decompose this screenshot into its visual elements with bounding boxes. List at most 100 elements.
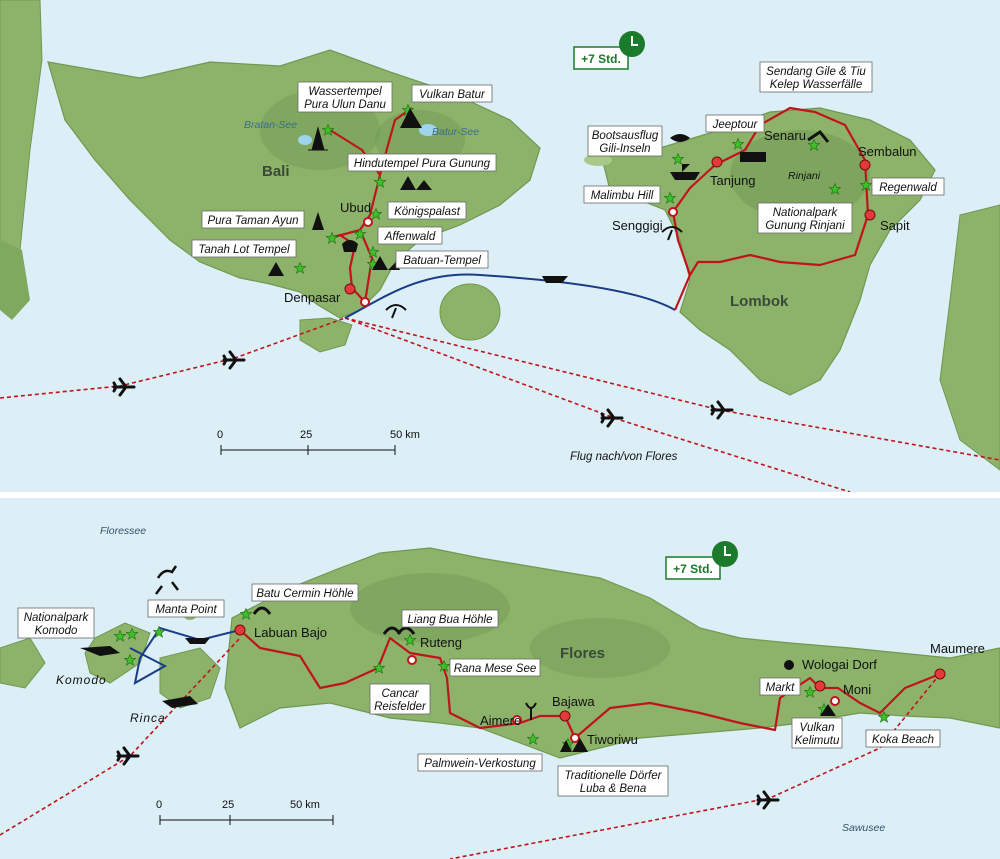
town-markers-bottom — [234, 624, 946, 743]
rinjani-label: Rinjani — [788, 170, 821, 182]
poi-koenigspalast-box: Königspalast — [387, 201, 467, 220]
poi-pura-taman-label: Pura Taman Ayun — [207, 215, 298, 227]
aimere-label: Aimere — [480, 713, 521, 728]
gili-islands — [584, 154, 612, 166]
flight-route-west — [0, 317, 346, 399]
poi-jeeptour-box: Jeeptour — [705, 114, 765, 133]
java-landmass-south — [0, 240, 30, 320]
poi-hindutempel-box: Hindutempel Pura Gunung — [347, 153, 497, 172]
bajawa-label: Bajawa — [552, 694, 595, 709]
volcano-icon — [820, 704, 836, 716]
bajawa-marker — [559, 710, 571, 722]
turtle-icon — [670, 134, 690, 142]
poi-malimbu-box: Malimbu Hill — [583, 185, 661, 204]
poi-np-komodo-box: Nationalpark Komodo — [17, 607, 95, 639]
poi-nationalpark-rinjani-line1: Nationalpark — [773, 207, 839, 219]
tiworiwu-marker — [570, 733, 580, 743]
poi-doerfer-line1: Traditionelle Dörfer — [565, 770, 663, 782]
scale-bar-bottom: 0 25 50 km — [156, 799, 334, 825]
jeep-icon — [740, 152, 766, 162]
temple-icon — [268, 262, 284, 276]
poi-regenwald-box: Regenwald — [871, 177, 945, 196]
poi-koka-box: Koka Beach — [865, 729, 941, 748]
temple-icon — [308, 126, 328, 151]
wine-glass-icon — [525, 702, 537, 720]
scale-label-50: 50 km — [390, 429, 420, 441]
flight-label: Flug nach/von Flores — [570, 451, 678, 463]
batur-lake-label: Batur-See — [432, 126, 479, 138]
sumbawa-east-tip — [0, 637, 46, 689]
dragon-icon — [80, 646, 120, 656]
poi-bootsausflug-line2: Gili-Inseln — [599, 143, 650, 155]
timezone-label-top: +7 Std. — [581, 52, 621, 66]
poi-vulkan-batur-label: Vulkan Batur — [419, 89, 486, 101]
cave-icon — [252, 606, 272, 615]
waterfall-icon — [807, 129, 830, 143]
scale-label-25: 25 — [300, 429, 312, 441]
scale-label-0-bottom: 0 — [156, 799, 162, 811]
tiworiwu-label: Tiworiwu — [587, 732, 638, 747]
poi-markt-box: Markt — [759, 677, 801, 696]
poi-affenwald-box: Affenwald — [377, 226, 443, 245]
poi-pura-taman-box: Pura Taman Ayun — [201, 210, 305, 229]
fruit-icon — [784, 660, 794, 670]
ubud-marker — [363, 217, 373, 227]
poi-nationalpark-rinjani-line2: Gunung Rinjani — [765, 220, 845, 232]
boat-route — [344, 273, 676, 319]
timezone-badge-top: +7 Std. — [573, 31, 645, 70]
denpasar-label: Denpasar — [284, 290, 341, 305]
flores-highlands-central — [530, 618, 670, 678]
poi-malimbu-label: Malimbu Hill — [591, 190, 654, 202]
scale-label-0: 0 — [217, 429, 223, 441]
map-divider — [0, 492, 1000, 498]
poi-bootsausflug-line1: Bootsausflug — [592, 130, 659, 142]
komodo-label: Komodo — [56, 673, 107, 687]
town-markers-top — [344, 156, 876, 307]
ship-icon — [670, 164, 700, 180]
poi-koenigspalast-label: Königspalast — [394, 206, 461, 218]
bali-label: Bali — [262, 163, 290, 180]
manta-icon — [185, 638, 210, 644]
bali-island — [47, 49, 541, 319]
bali-lombok-map: Bali Lombok Bratan-See Batur-See Rinjani… — [0, 0, 1000, 492]
sembalun-marker — [859, 159, 871, 171]
poi-bootsausflug-box: Bootsausflug Gili-Inseln — [587, 125, 663, 157]
poi-batuan-box: Batuan-Tempel — [395, 250, 489, 269]
labuan-bajo-label: Labuan Bajo — [254, 625, 327, 640]
flight-route-bottom-east — [449, 673, 941, 859]
bratan-lake-label: Bratan-See — [244, 119, 297, 131]
poi-kelimutu-box: Vulkan Kelimutu — [791, 717, 843, 749]
temple-icon — [312, 212, 324, 230]
poi-wassertempel-line2: Pura Ulun Danu — [304, 99, 386, 111]
lombok-label: Lombok — [730, 293, 789, 310]
poi-nationalpark-rinjani-box: Nationalpark Gunung Rinjani — [757, 202, 853, 234]
sapit-label: Sapit — [880, 218, 910, 233]
poi-jeeptour-label: Jeeptour — [712, 119, 759, 131]
sawusee-label: Sawusee — [842, 822, 885, 834]
monkey-icon — [342, 240, 358, 252]
sumbawa-landmass — [939, 204, 1000, 471]
flores-label: Flores — [560, 645, 605, 662]
volcano-icon — [560, 738, 588, 752]
poi-cancar-box: Cancar Reisfelder — [369, 683, 431, 715]
scale-label-25-bottom: 25 — [222, 799, 234, 811]
poi-cancar-line2: Reisfelder — [374, 701, 427, 713]
poi-regenwald-label: Regenwald — [879, 182, 937, 194]
maumere-marker — [934, 668, 946, 680]
umbrella-icon — [661, 226, 683, 241]
scale-label-50-bottom: 50 km — [290, 799, 320, 811]
poi-np-komodo-line2: Komodo — [35, 625, 78, 637]
senggigi-marker — [668, 207, 678, 217]
bratan-lake — [298, 135, 312, 145]
temple-icon — [400, 176, 432, 190]
icons-bottom — [80, 565, 836, 752]
senggigi-label: Senggigi — [612, 218, 663, 233]
tanjung-marker — [711, 156, 723, 168]
poi-rana-mese-box: Rana Mese See — [449, 658, 541, 677]
poi-affenwald-label: Affenwald — [384, 231, 436, 243]
poi-batuan-label: Batuan-Tempel — [403, 255, 481, 267]
timezone-badge-bottom: +7 Std. — [665, 541, 738, 580]
umbrella-icon — [385, 304, 407, 319]
scale-bar-top: 0 25 50 km — [217, 429, 420, 455]
